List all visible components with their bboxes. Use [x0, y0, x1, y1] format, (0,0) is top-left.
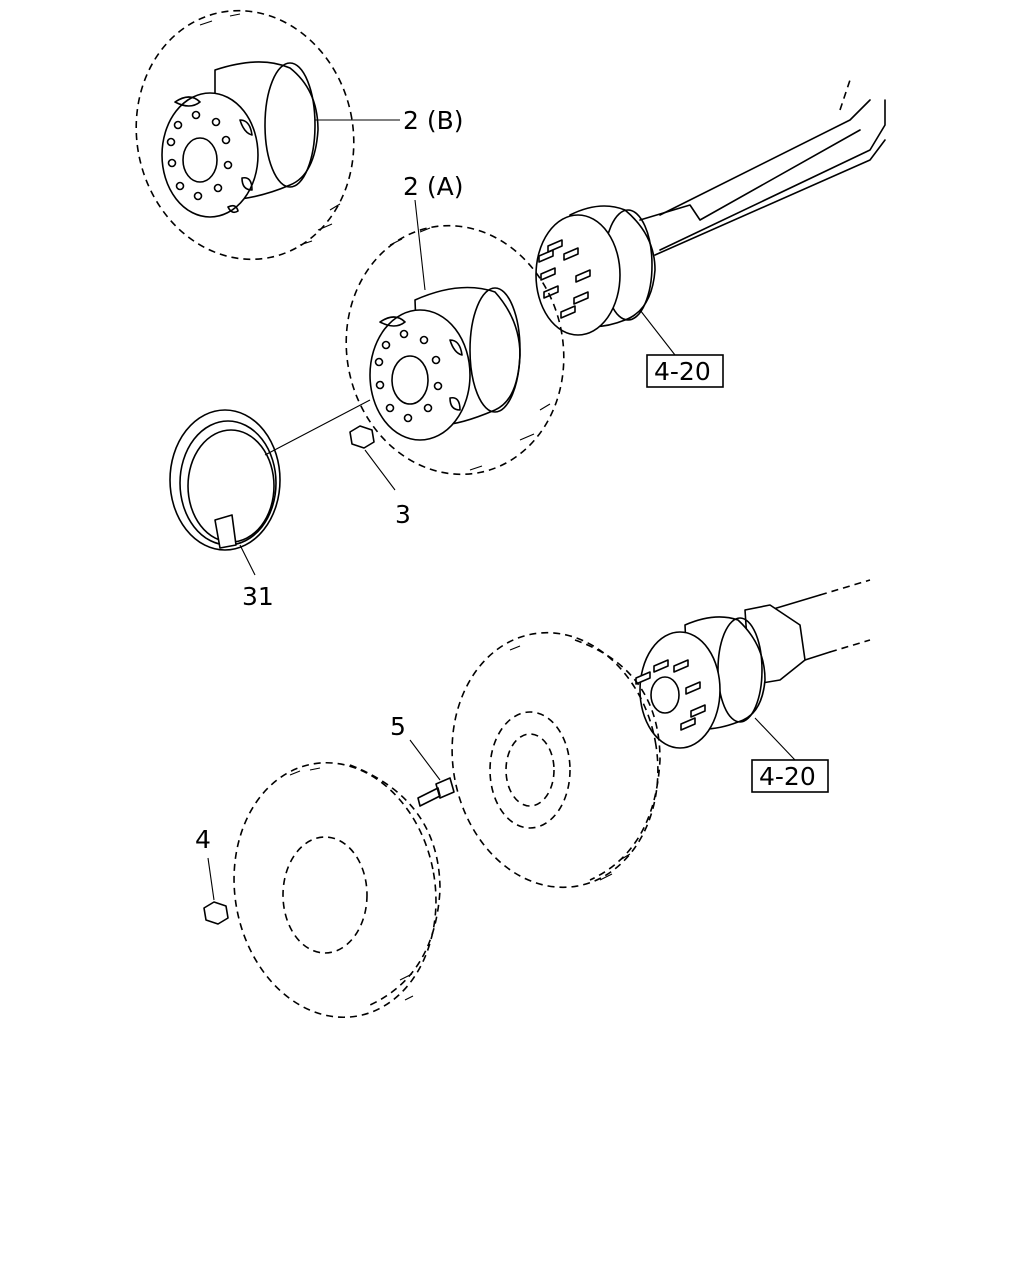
rear-outer-tire-bore: [282, 836, 368, 954]
rear-outer-tire: [233, 761, 441, 1019]
side-ring-outer: [169, 409, 281, 551]
rim-2b-hub-hole: [182, 137, 218, 183]
callout-nut-3: 3: [395, 500, 411, 529]
rim-2b-vent-holes: [174, 96, 253, 214]
callout-ref-rear[interactable]: 4-20: [759, 762, 816, 791]
tire-2b-outline: [135, 9, 355, 261]
rear-outer-tire-tread: [289, 767, 414, 1001]
rim-2a-disc: [369, 309, 471, 441]
rear-outer-tire-back: [349, 764, 441, 1006]
lug-nut-4-body: [203, 901, 229, 925]
rear-inner-tire-back: [574, 639, 661, 881]
rim-2a-back-edge: [469, 287, 521, 413]
tire-2b-tread-marks: [199, 13, 341, 246]
nut-3: 3: [349, 425, 411, 529]
callout-wheel-2b: 2 (B): [403, 106, 464, 135]
stud-bolt-5: 5: [390, 712, 455, 807]
callout-stud-bolt: 5: [390, 712, 406, 741]
ref-box-rear: [751, 759, 829, 793]
tire-2a-outline: [345, 224, 565, 476]
rear-hub-flange: [639, 631, 721, 749]
callout-side-ring: 31: [242, 582, 274, 611]
rim-2b-bolt-holes: [166, 110, 233, 201]
leader-4: [207, 857, 215, 901]
rear-inner-tire-tread: [509, 645, 631, 881]
front-hub-studs: [538, 239, 591, 319]
leader-5: [409, 739, 441, 781]
ref-box-front: [646, 354, 724, 388]
leader-31: [239, 544, 256, 576]
side-ring-gap: [214, 514, 237, 549]
side-ring-31: 31: [169, 399, 371, 611]
rim-2a-hub-hole: [391, 355, 429, 405]
rear-hub-assembly: 4-20: [635, 616, 829, 793]
callout-wheel-2a: 2 (A): [403, 172, 463, 201]
rear-hub-center: [650, 676, 680, 714]
callout-ref-front[interactable]: 4-20: [654, 357, 711, 386]
rim-2a-vent-holes: [379, 316, 463, 411]
rim-2a-bolt-holes: [374, 329, 443, 423]
rim-2b-disc: [161, 92, 259, 218]
rear-hub-studs: [635, 659, 706, 731]
rim-2b-back-edge: [264, 62, 316, 188]
nut-3-body: [349, 425, 375, 449]
stud-bolt-5-body: [417, 777, 455, 807]
front-hub-assembly: 4-20: [535, 205, 724, 388]
rear-outer-tire-outline: [233, 761, 437, 1019]
front-axle-beam: [639, 79, 886, 256]
leader-2a: [414, 199, 426, 291]
leader-ref-rear: [754, 717, 796, 761]
tire-2a-tread-marks: [389, 227, 551, 471]
rear-inner-tire: [451, 631, 661, 889]
leader-3: [364, 449, 396, 491]
leader-ring-to-wheel: [264, 399, 371, 456]
rear-inner-tire-bore-2: [505, 733, 555, 807]
rear-inner-tire-outline: [451, 631, 659, 889]
leader-ref-front: [639, 309, 676, 356]
rear-inner-tire-bore-1: [489, 711, 571, 829]
lug-nut-4: 4: [195, 825, 229, 925]
wheel-2a-assembly: 2 (A): [345, 172, 565, 476]
callout-lug-nut: 4: [195, 825, 211, 854]
wheel-2b-assembly: 2 (B): [135, 9, 464, 261]
